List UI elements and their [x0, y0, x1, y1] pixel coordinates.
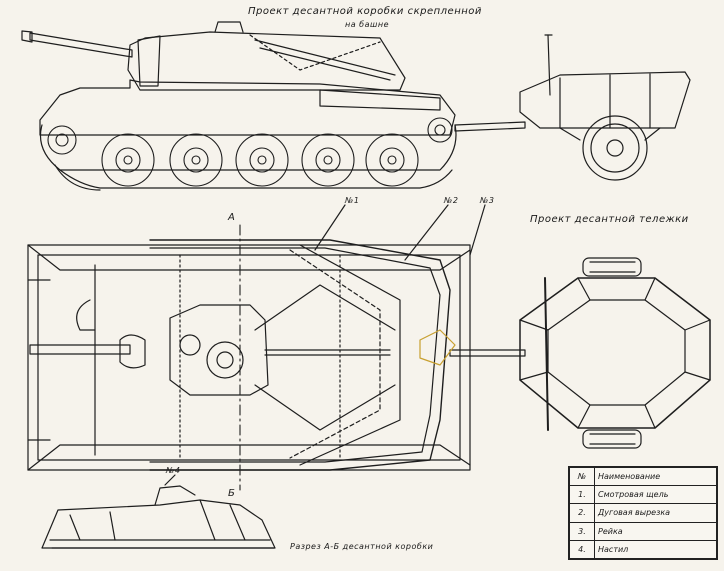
legend-header-name: Наименование [594, 466, 717, 487]
legend-row-name: Рейка [594, 521, 717, 541]
section-mark-b: Б [228, 488, 236, 499]
tank-top-view [27, 204, 526, 491]
legend-header: № Наименование [569, 466, 717, 487]
tank-side-view [21, 21, 526, 191]
trailer-side-view [519, 34, 691, 181]
legend-row: 1. Смотровая щель [569, 485, 717, 505]
legend-row-name: Смотровая щель [594, 485, 717, 505]
legend-row-num: 1. [569, 485, 595, 505]
legend-row-name: Дуговая вырезка [594, 503, 717, 523]
title-trailer: Проект десантной тележки [530, 214, 689, 225]
legend-row-num: 2. [569, 503, 595, 523]
legend-header-num: № [569, 466, 595, 487]
legend-row: 3. Рейка [569, 521, 717, 541]
trailer-top-view [519, 257, 711, 449]
title-section: Разрез А-Б десантной коробки [290, 542, 434, 551]
callout-3: №3 [480, 196, 495, 205]
legend-row-num: 4. [569, 539, 595, 560]
callout-4: №4 [166, 466, 181, 475]
legend-row: 4. Настил [569, 539, 717, 560]
callout-2: №2 [444, 196, 459, 205]
title-landing-box: Проект десантной коробки скрепленной [248, 6, 482, 17]
callout-1: №1 [345, 196, 360, 205]
legend-row: 2. Дуговая вырезка [569, 503, 717, 523]
legend-row-num: 3. [569, 521, 595, 541]
title-landing-box-line2: на башне [345, 20, 389, 29]
section-mark-a: А [228, 212, 236, 223]
legend-table: № Наименование 1. Смотровая щель 2. Дуго… [568, 466, 718, 560]
section-view [41, 474, 276, 549]
legend-row-name: Настил [594, 539, 717, 560]
